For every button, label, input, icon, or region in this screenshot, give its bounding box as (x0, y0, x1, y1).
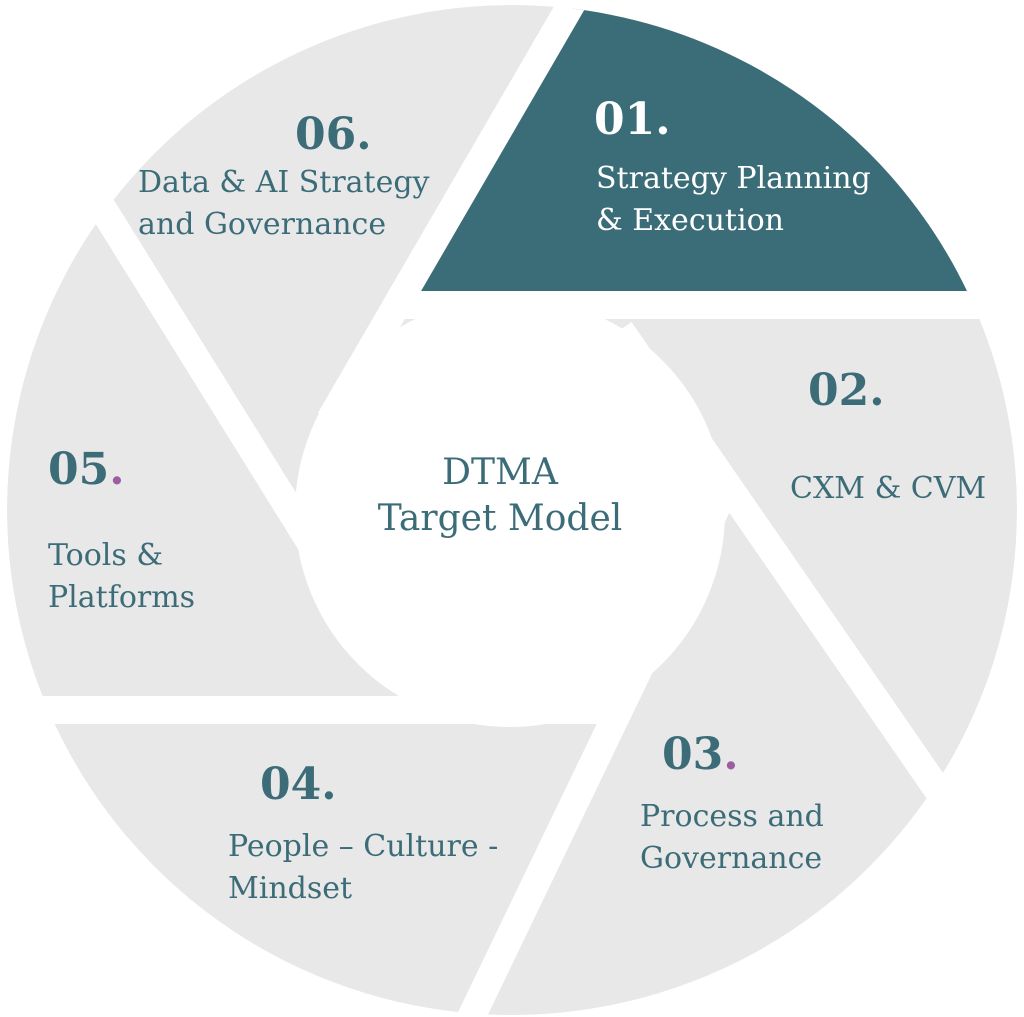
segment-04-number: 04. (260, 759, 337, 810)
segment-03-number: 03. (662, 729, 739, 780)
segment-01-number: 01. (594, 94, 671, 145)
segment-03-label: Process and Governance (640, 799, 824, 876)
segment-05-number: 05. (48, 444, 125, 495)
center-title: DTMA Target Model (340, 450, 660, 542)
segment-06-number: 06. (295, 109, 372, 160)
segment-01-label: Strategy Planning & Execution (596, 161, 871, 238)
segment-04-label: People – Culture - Mindset (228, 829, 499, 906)
center-hole (295, 297, 725, 727)
segment-06-label: Data & AI Strategy and Governance (138, 165, 430, 242)
segment-02-label: CXM & CVM (790, 471, 987, 506)
segment-05-label: Tools & Platforms (48, 538, 196, 615)
segment-02-number: 02. (808, 365, 885, 416)
center-line1: DTMA (442, 452, 558, 493)
center-line2: Target Model (377, 498, 623, 539)
